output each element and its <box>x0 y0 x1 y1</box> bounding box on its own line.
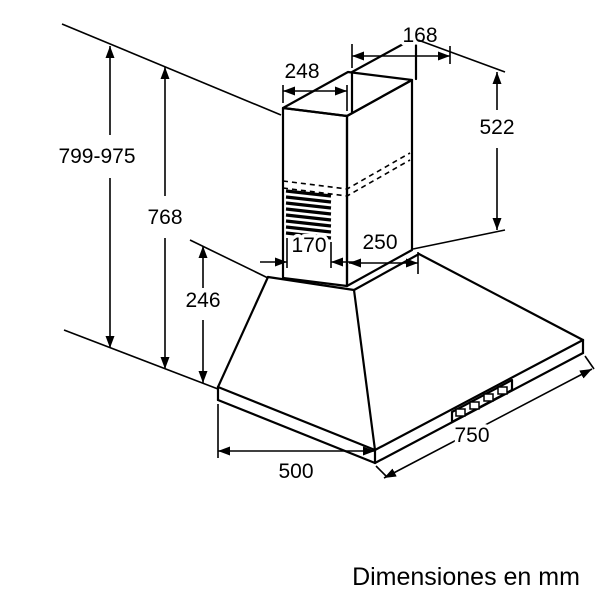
vent-grille-icon <box>285 189 332 240</box>
chimney-duct <box>281 35 418 288</box>
dim-label-chimney-depth: 168 <box>402 24 437 47</box>
dimension-750: 750 <box>375 355 595 479</box>
dim-label-chimney-height: 522 <box>479 116 514 139</box>
control-button <box>483 393 494 402</box>
dim-label-hood-height: 246 <box>185 289 220 312</box>
base-rim-edges <box>216 338 585 452</box>
dimension-500: 500 <box>217 404 375 487</box>
telescopic-joint-line-1 <box>282 152 411 190</box>
dim-label-chimney-width: 248 <box>284 60 319 83</box>
dim-label-base-depth: 500 <box>278 460 313 483</box>
dimension-170: 170 <box>260 231 358 268</box>
telescopic-joint-line-2 <box>282 159 411 197</box>
control-button <box>497 386 508 395</box>
dimension-522: 522 <box>412 39 518 250</box>
extension-seat-left <box>189 239 269 279</box>
dim-label-height-to-chimney-top: 768 <box>147 206 182 229</box>
dimension-248: 248 <box>281 57 348 111</box>
dimension-168: 168 <box>351 21 451 68</box>
dimension-total-height: 799-975 <box>55 46 139 348</box>
control-button <box>455 408 466 417</box>
dim-label-duct-width: 170 <box>291 234 326 257</box>
canopy-right-slope-edge <box>417 252 585 342</box>
canopy-front-slope-edge <box>352 288 377 452</box>
dimension-246: 246 <box>182 246 224 383</box>
units-caption: Dimensiones en mm <box>352 563 580 591</box>
control-button <box>469 401 480 410</box>
dimension-250: 250 <box>349 228 419 274</box>
dimension-768: 768 <box>144 67 186 369</box>
chimney-side-face <box>345 78 414 288</box>
extension-base-left <box>63 329 219 390</box>
dim-label-base-width: 750 <box>454 424 489 447</box>
canopy-left-slope-edge <box>216 275 270 389</box>
dim-label-total-height: 799-975 <box>58 145 135 168</box>
extension-wall-top <box>61 23 282 116</box>
dim-label-seat-depth: 250 <box>362 231 397 254</box>
hood-canopy <box>216 252 585 465</box>
